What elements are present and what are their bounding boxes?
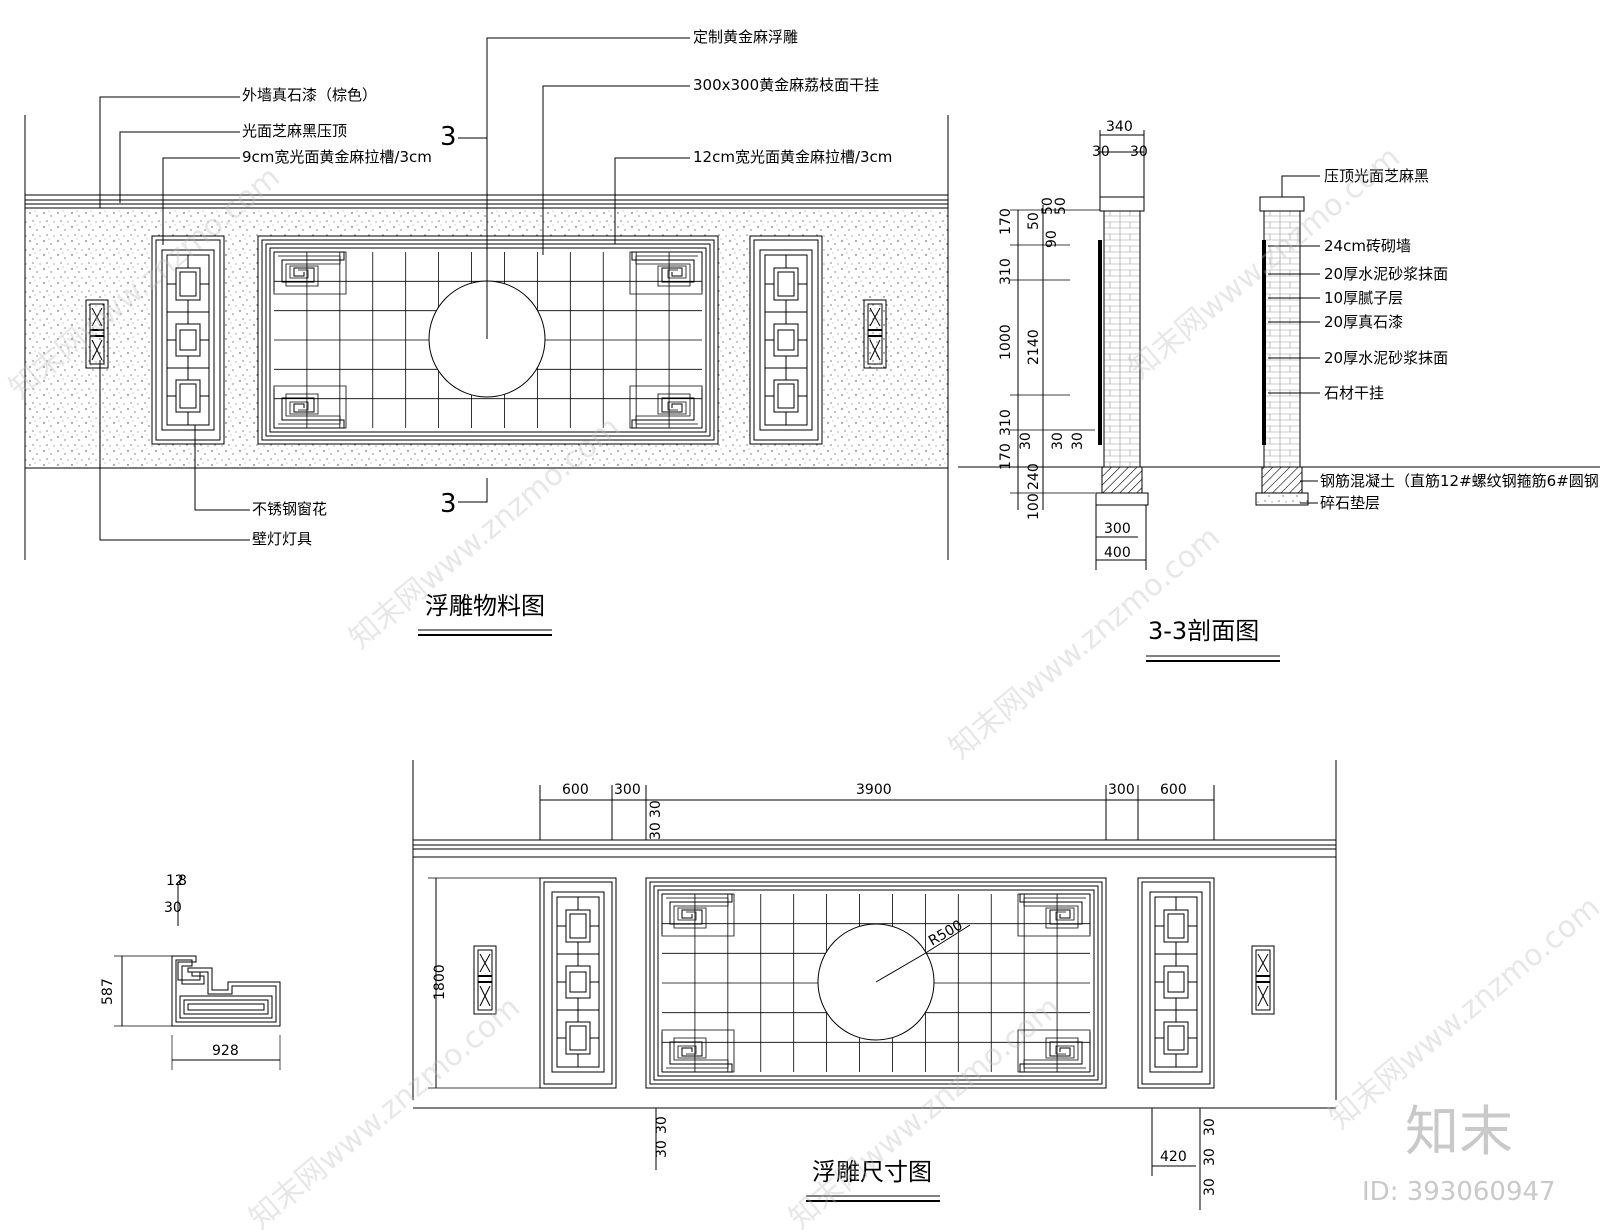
dim-w300a: 300 (614, 782, 641, 798)
dim-h310a: 310 (998, 258, 1014, 285)
dim-b30b: 30 (654, 1140, 670, 1158)
dim-w420: 420 (1160, 1149, 1187, 1165)
dim-h170b: 170 (998, 443, 1014, 470)
dim-h170a: 170 (998, 208, 1014, 235)
dim-detail-t30: 30 (164, 900, 182, 916)
section-mark-bottom: 3 (440, 489, 457, 519)
dim-w400: 400 (1104, 545, 1131, 561)
dim-h1800: 1800 (432, 964, 448, 1000)
section-label-mortar2: 20厚水泥砂浆抹面 (1324, 349, 1448, 367)
dim-w928: 928 (212, 1043, 239, 1059)
label-coping: 光面芝麻黑压顶 (242, 122, 347, 140)
dim-r30b: 30 (1202, 1148, 1218, 1166)
dim-w3900: 3900 (856, 782, 892, 798)
dim-t12: 12 (166, 873, 184, 889)
brand-logo: 知末 (1405, 1100, 1513, 1163)
dim-top-30b: 30 (1130, 144, 1148, 160)
dim-h50: 50 (1026, 212, 1042, 230)
label-lamp: 壁灯灯具 (252, 530, 312, 548)
image-id: ID: 393060947 (1362, 1177, 1556, 1207)
dim-r30c: 30 (1202, 1178, 1218, 1196)
dim-h1000: 1000 (998, 324, 1014, 360)
dimension-title: 浮雕尺寸图 (812, 1158, 932, 1186)
label-relief: 定制黄金麻浮雕 (693, 28, 798, 46)
dim-h90: 90 (1044, 230, 1060, 248)
label-groove-9: 9cm宽光面黄金麻拉槽/3cm (242, 148, 432, 166)
dim-t30: 30 (648, 800, 664, 818)
dim-h310b: 310 (998, 409, 1014, 436)
label-groove-12: 12cm宽光面黄金麻拉槽/3cm (693, 148, 892, 166)
dim-top-width: 340 (1106, 119, 1133, 135)
section-label-coping: 压顶光面芝麻黑 (1324, 167, 1429, 185)
dim-h50c: 50 (1053, 197, 1069, 215)
dim-h240: 240 (1026, 463, 1042, 490)
section-mark-top: 3 (440, 122, 457, 152)
dim-w600b: 600 (1160, 782, 1187, 798)
section-label-stone-hang: 石材干挂 (1324, 384, 1384, 402)
dim-w600a: 600 (562, 782, 589, 798)
dimension-elevation: R500 600 300 3900 300 600 30 30 1800 30 … (413, 760, 1336, 1210)
material-elevation: 定制黄金麻浮雕 300x300黄金麻荔枝面干挂 外墙真石漆（棕色） 光面芝麻黑压… (25, 28, 948, 635)
dim-b30a: 30 (654, 1116, 670, 1134)
dim-w300: 300 (1104, 521, 1131, 537)
section-label-real-stone: 20厚真石漆 (1324, 313, 1403, 331)
dim-h30a: 30 (1018, 432, 1034, 450)
section-label-gravel: 碎石垫层 (1320, 494, 1380, 512)
dim-r30a: 30 (1202, 1118, 1218, 1136)
section-label-mortar1: 20厚水泥砂浆抹面 (1324, 265, 1448, 283)
section-title: 3-3剖面图 (1148, 617, 1259, 645)
dim-t8: 8 (178, 873, 187, 889)
label-stone-cladding: 300x300黄金麻荔枝面干挂 (693, 76, 879, 94)
dim-h30c: 30 (1070, 432, 1086, 450)
elevation-title: 浮雕物料图 (425, 592, 545, 620)
dim-h100: 100 (1026, 493, 1042, 520)
dim-h30b: 30 (1050, 432, 1066, 450)
dim-top-30a: 30 (1092, 144, 1110, 160)
dim-t10: 30 (648, 822, 664, 840)
section-3-3: 340 30 30 170 310 1000 2140 310 170 240 … (958, 119, 1600, 661)
fret-detail: 587 928 12 8 30 (100, 873, 280, 1070)
section-label-concrete: 钢筋混凝土（直筋12#螺纹钢箍筋6#圆钢 (1320, 472, 1599, 490)
dim-h2140: 2140 (1026, 329, 1042, 365)
label-wall-paint: 外墙真石漆（棕色） (242, 86, 377, 104)
dim-h50b: 50 (1040, 197, 1056, 215)
section-label-putty: 10厚腻子层 (1324, 289, 1403, 307)
label-window: 不锈钢窗花 (252, 500, 327, 518)
dim-w300b: 300 (1108, 782, 1135, 798)
watermark-text: 知末网www.znzmo.com (243, 990, 527, 1230)
section-label-brick: 24cm砖砌墙 (1324, 237, 1411, 255)
dim-h587: 587 (100, 978, 116, 1005)
